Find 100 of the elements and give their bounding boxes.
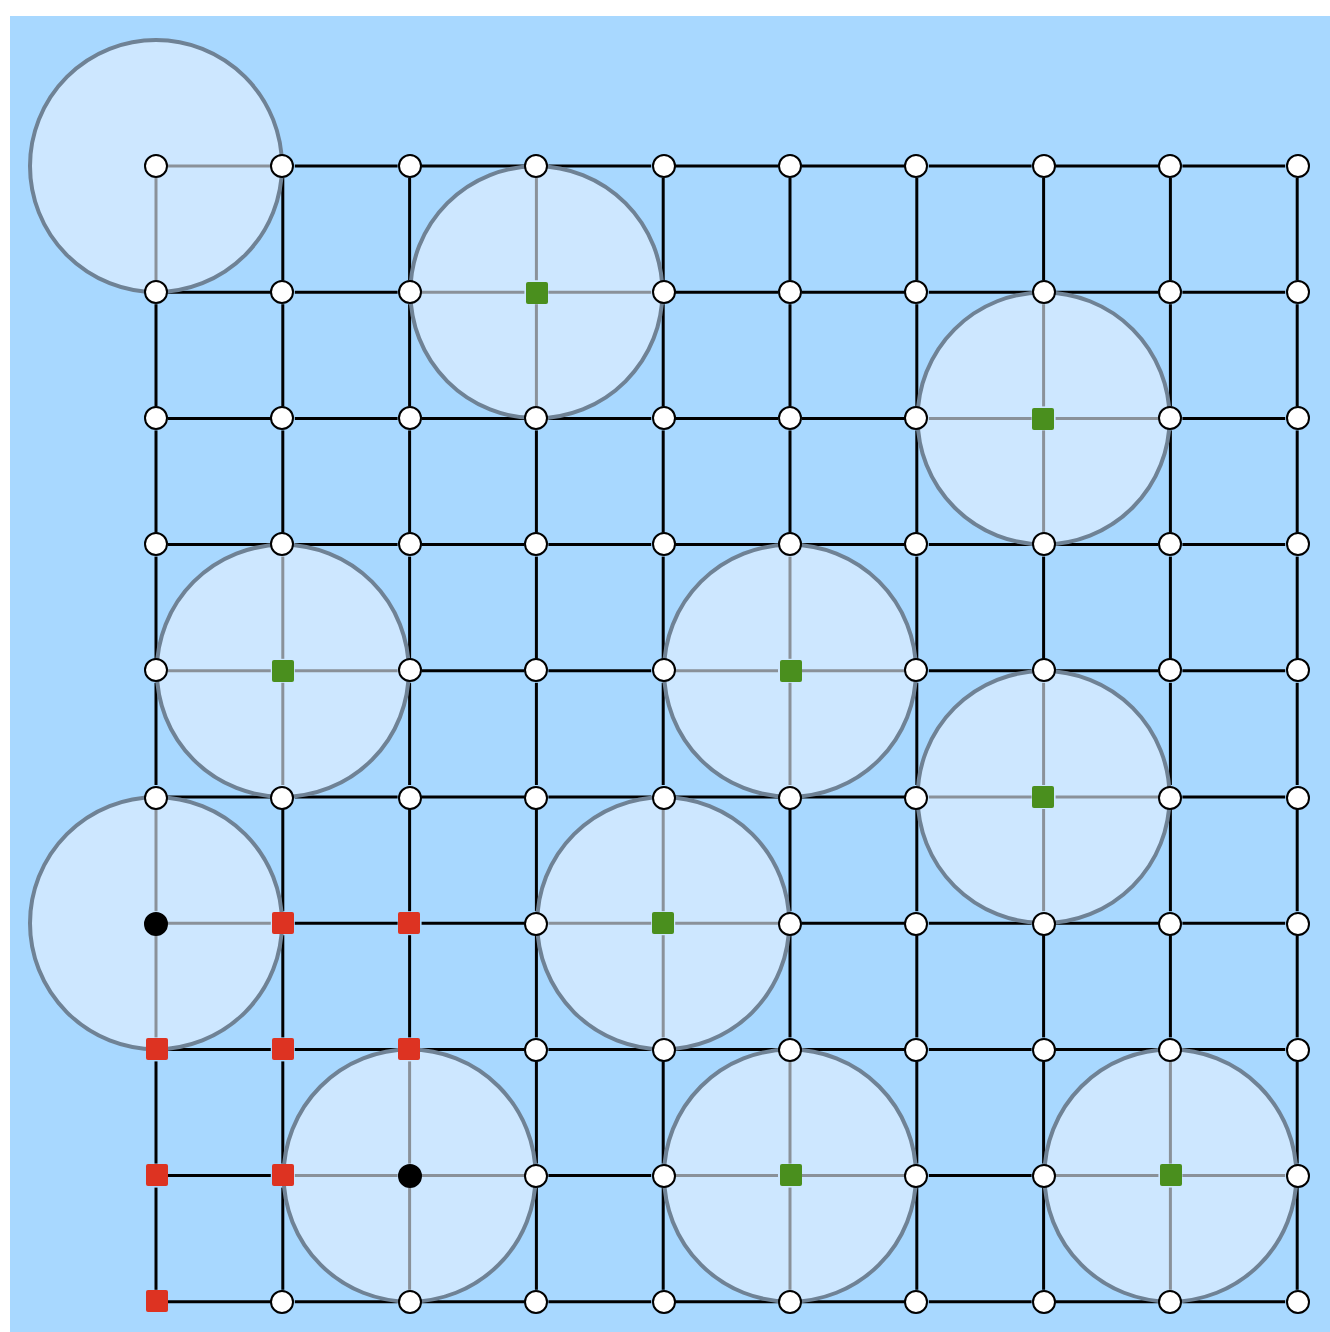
grid-line [281,430,285,533]
marked-node [271,1038,294,1061]
grid-line [915,682,919,785]
grid-line [1042,304,1046,407]
grid-line [675,1047,778,1051]
grid-line [294,921,398,925]
grid-line [294,543,398,547]
grid-line [675,1300,778,1304]
grid-line [1295,304,1299,407]
grid-line [788,556,792,659]
grid-line [168,669,271,673]
grid-line [1182,543,1286,547]
grid-line [534,178,538,281]
grid-line [661,178,665,281]
grid-line [534,430,538,533]
grid-line [661,682,665,785]
grid-line [1182,795,1286,799]
grid-line [408,682,412,785]
grid-line [928,1174,1032,1178]
grid-line [788,1187,792,1290]
marked-node [1032,786,1055,808]
grid-line [928,164,1032,168]
grid-line [1168,556,1172,659]
grid-line [421,795,525,799]
grid-line [408,1187,412,1290]
marked-node [271,912,294,935]
grid-line [1168,430,1172,533]
grid-line [1182,164,1286,168]
grid-line [294,1174,398,1178]
grid-line [534,556,538,659]
grid-line [802,1300,905,1304]
grid-line [421,416,525,420]
grid-line [548,1047,652,1051]
grid-line [1182,1300,1286,1304]
grid-line [661,1187,665,1290]
marked-node [398,1038,421,1061]
grid-line [168,164,271,168]
grid-line [928,290,1032,294]
grid-line [408,304,412,407]
grid-line [534,1061,538,1164]
grid-line [1055,1300,1159,1304]
grid-line [928,416,1032,420]
marked-node [145,1290,167,1313]
grid-line [168,290,271,294]
grid-line [1055,921,1159,925]
grid-line [788,809,792,912]
grid-line [154,178,158,281]
grid-line [281,304,285,407]
grid-line [802,164,905,168]
grid-line [802,795,905,799]
grid-line [661,304,665,407]
grid-line [1295,682,1299,785]
grid-line [915,1061,919,1164]
grid-line [1168,809,1172,912]
grid-line [675,416,778,420]
marked-node [779,1164,801,1187]
grid-line [421,1300,525,1304]
grid-line [788,178,792,281]
grid-line [915,1187,919,1290]
grid-line [788,304,792,407]
grid-line [281,1187,285,1290]
grid-line [421,164,525,168]
grid-line [548,164,652,168]
grid-line [548,1174,652,1178]
grid-line [661,809,665,912]
grid-line [802,669,905,673]
grid-line [1055,543,1159,547]
grid-line [675,543,778,547]
grid-line [915,809,919,912]
grid-line [534,935,538,1038]
grid-line [802,921,905,925]
grid-line [661,1061,665,1164]
grid-line [154,556,158,659]
grid-line [1182,669,1286,673]
marked-node [145,1164,167,1187]
grid-line [675,795,778,799]
grid-line [154,809,158,912]
grid-line [928,795,1032,799]
grid-line [1055,1174,1159,1178]
grid-line [1182,1174,1286,1178]
grid-line [1168,682,1172,785]
grid-line [788,935,792,1038]
grid-line [1168,935,1172,1038]
grid-line [1182,290,1286,294]
grid-line [1042,1061,1046,1164]
grid-line [534,809,538,912]
grid-line [1168,1061,1172,1164]
grid-line [421,1174,525,1178]
grid-line [1168,304,1172,407]
grid-line [408,178,412,281]
grid-line [1295,809,1299,912]
grid-line [294,1047,398,1051]
grid-line [675,1174,778,1178]
grid-line [1295,430,1299,533]
grid-line [548,290,652,294]
grid-line [154,935,158,1038]
grid-line [1055,290,1159,294]
grid-line [168,795,271,799]
grid-line [788,1061,792,1164]
grid-line [1182,1047,1286,1051]
